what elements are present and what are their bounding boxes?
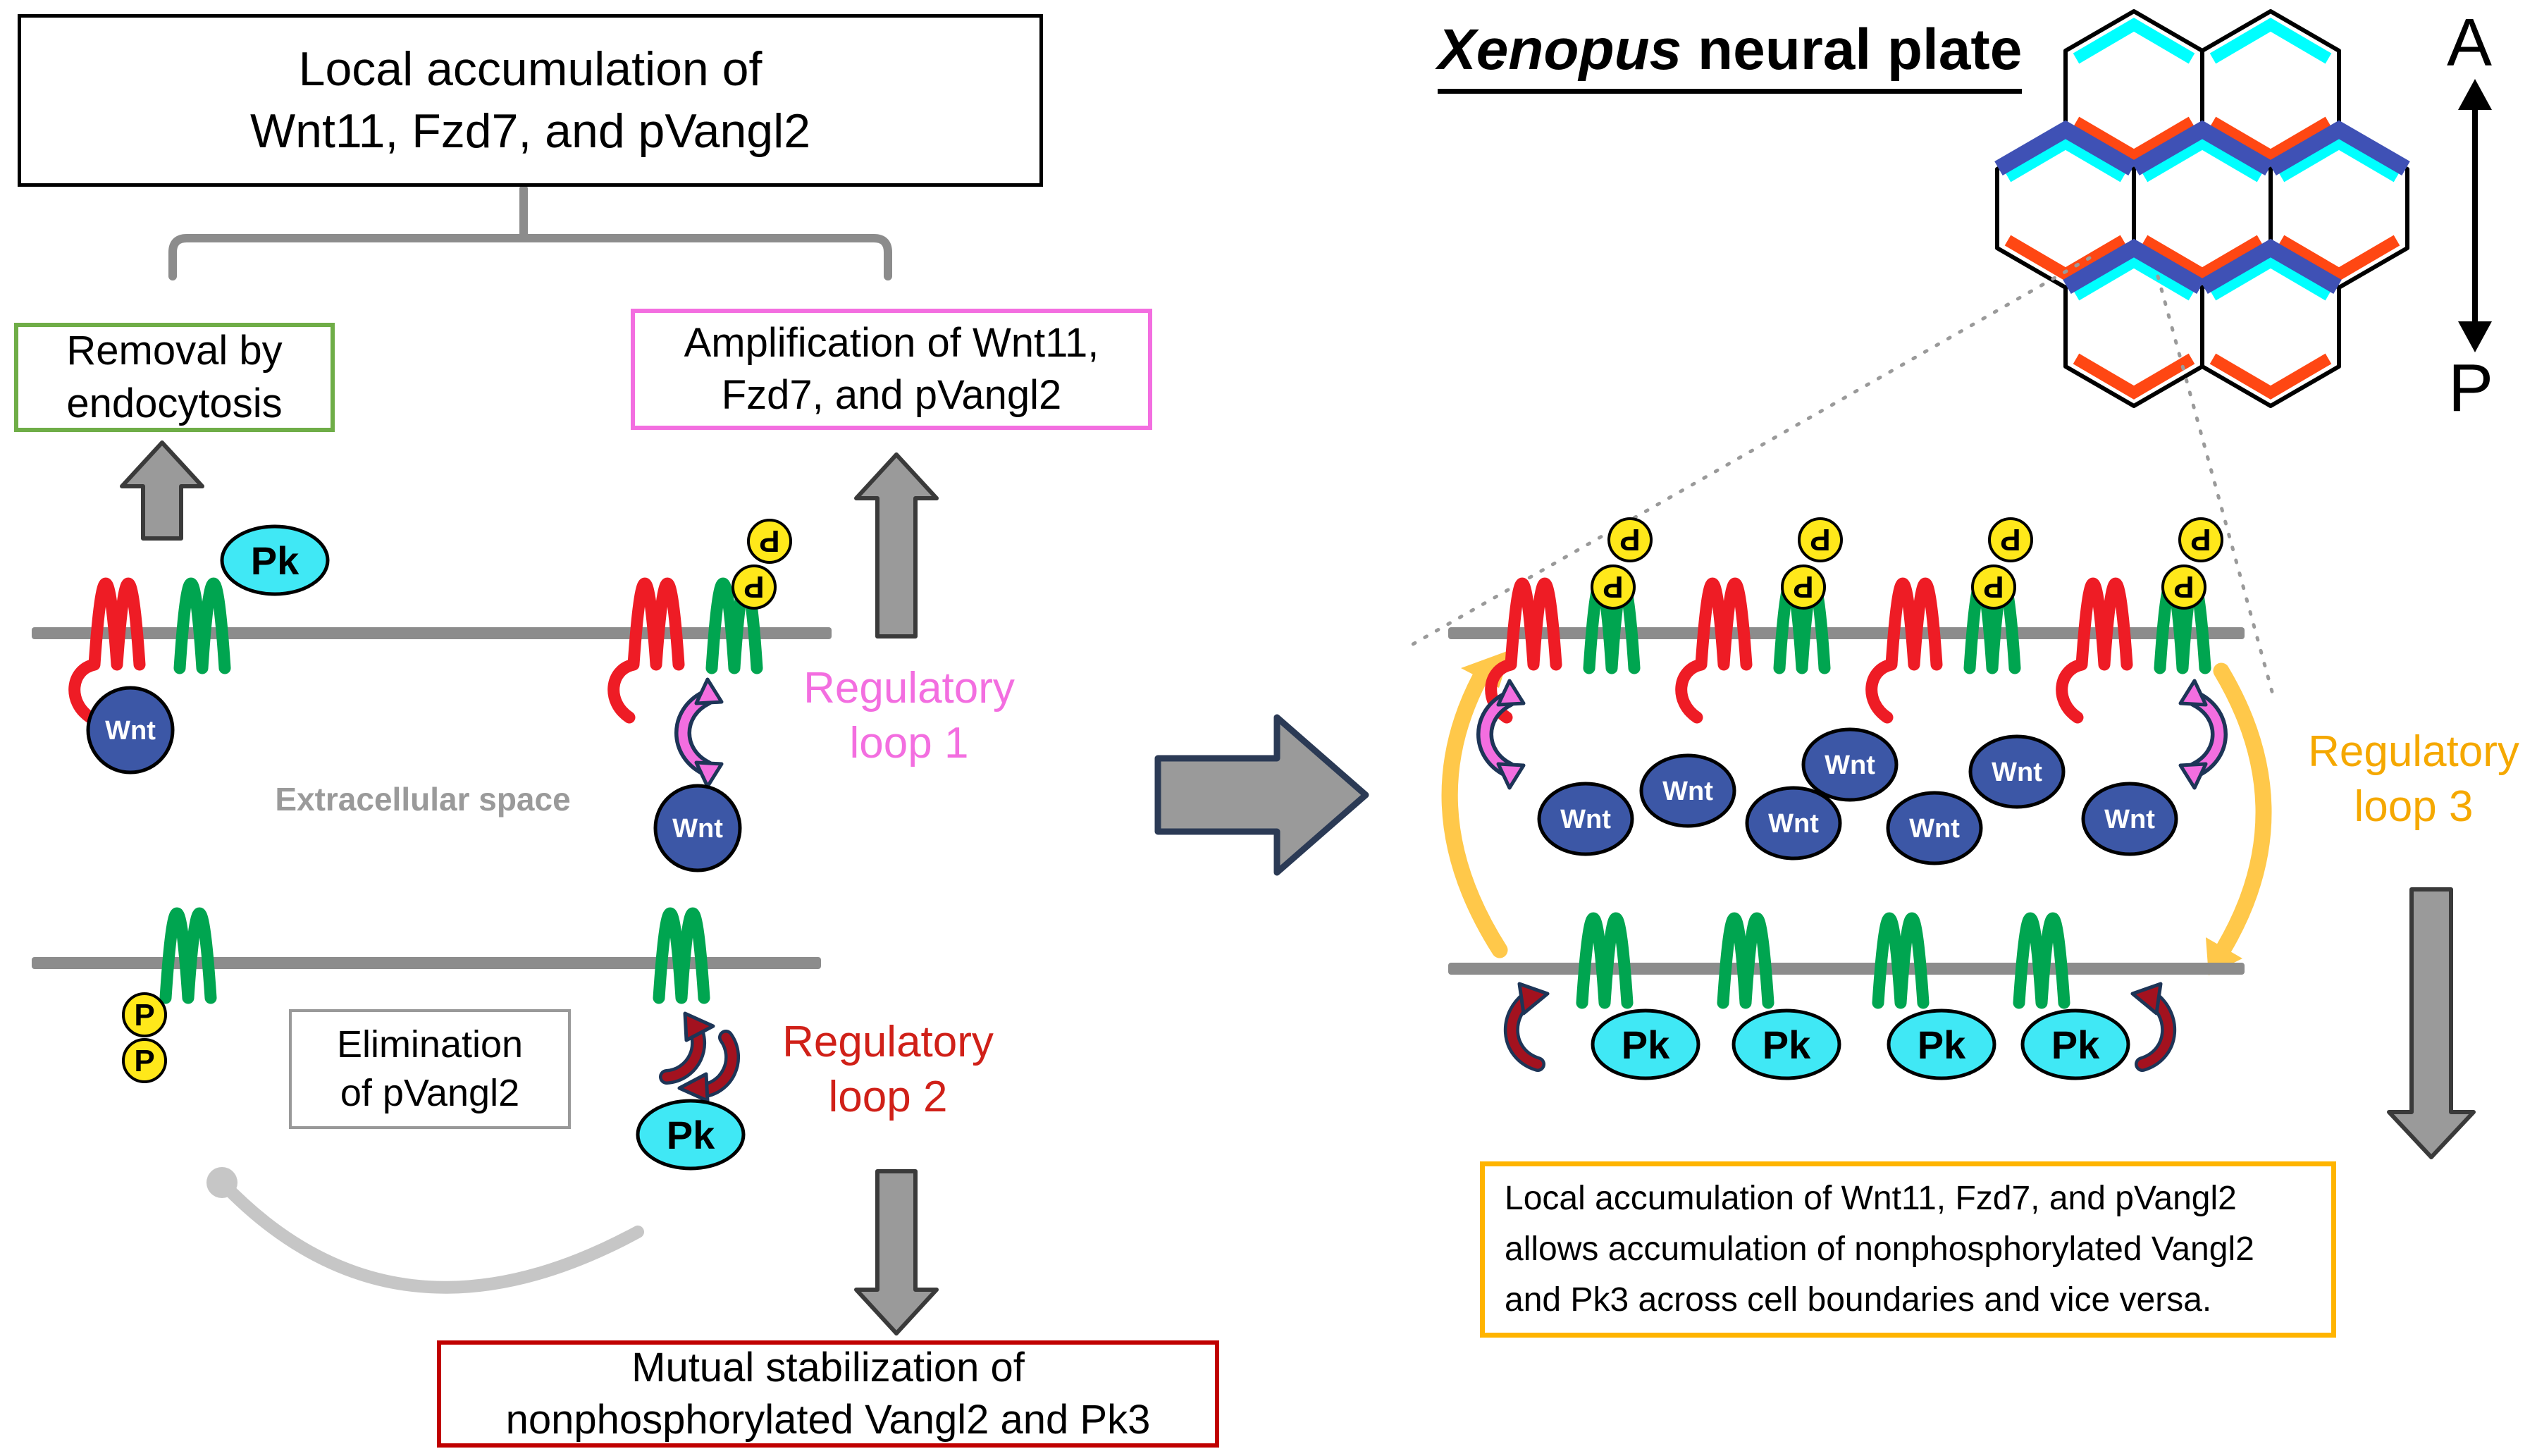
stabilization-arrow [854, 1169, 939, 1335]
vangl2-squiggle [659, 913, 704, 998]
regulatory-loop-1-label: Regulatory loop 1 [803, 664, 1015, 767]
wnt [1539, 784, 1632, 854]
ap-axis-arrowhead-top [2458, 79, 2492, 110]
xenopus-title-rest: neural plate [1681, 18, 2023, 82]
endocytosis-path-arc [216, 1176, 644, 1294]
vangl2-squiggle [180, 584, 225, 668]
pk [638, 1101, 743, 1168]
phosphate [1781, 564, 1826, 610]
wnt [1803, 729, 1896, 800]
fzd7-squiggle [1872, 584, 1937, 717]
regulatory-loop3-arrow-right [2213, 662, 2272, 956]
phosphate [1971, 564, 2016, 610]
wnt [1641, 755, 1734, 826]
neural-plate-cell [2066, 248, 2202, 406]
vangl2-squiggle [166, 913, 211, 998]
removal-endocytosis-box: Removal by endocytosis [14, 323, 335, 432]
phosphate [747, 519, 792, 564]
exchange-arrow-pink [2180, 681, 2219, 788]
endocytosis-arrow [120, 440, 204, 541]
exchange-arrow-pink [683, 679, 722, 786]
xenopus-title-italic: Xenopus [1438, 18, 1682, 82]
local-accumulation-box: Local accumulation of Wnt11, Fzd7, and p… [18, 14, 1043, 187]
phosphate [122, 1038, 167, 1083]
neural-plate-cell [2202, 248, 2339, 406]
zoom-guide-line [2156, 274, 2275, 696]
vangl2-squiggle [1723, 918, 1768, 1003]
cell1-membrane [1448, 627, 2245, 639]
phosphate [1591, 564, 1636, 610]
extracellular-space-label: Extracellular space [275, 781, 571, 818]
pk [222, 526, 328, 594]
fzd7-squiggle [614, 584, 679, 717]
exchange-arrow-red [2132, 984, 2168, 1064]
ap-axis-arrowhead-bottom [2458, 321, 2492, 352]
accumulation-arrow [2387, 887, 2476, 1159]
exchange-arrow-red [667, 1013, 732, 1101]
fzd7-squiggle [1681, 584, 1746, 717]
amplification-arrow [854, 452, 939, 638]
wnt [1888, 793, 1981, 863]
pk [1889, 1011, 1994, 1078]
phosphate [2178, 517, 2223, 562]
zoom-arrow [1154, 714, 1369, 876]
wnt [1970, 736, 2063, 807]
lower-membrane [32, 957, 821, 969]
wnt [655, 786, 740, 870]
regulatory-loop-3-label: Regulatory loop 3 [2308, 727, 2519, 831]
posterior-label: P [2448, 350, 2494, 426]
phosphate [122, 992, 167, 1037]
pk [2023, 1011, 2128, 1078]
phosphate [1607, 517, 1653, 562]
conclusion-box: Local accumulation of Wnt11, Fzd7, and p… [1480, 1161, 2336, 1338]
amplification-box: Amplification of Wnt11, Fzd7, and pVangl… [631, 309, 1152, 430]
regulatory-loop-2-label: Regulatory loop 2 [782, 1018, 994, 1121]
split-bracket [168, 185, 892, 280]
wnt [88, 688, 173, 772]
anterior-label: A [2447, 5, 2493, 80]
wnt [1747, 788, 1840, 858]
cell2-membrane [1448, 963, 2245, 975]
phosphate [732, 564, 777, 610]
pk [1734, 1011, 1839, 1078]
vangl2-squiggle [1582, 918, 1627, 1003]
exchange-arrow-red [1512, 984, 1548, 1064]
regulatory-loop3-arrow-left [1441, 670, 1508, 958]
pk [1593, 1011, 1698, 1078]
phosphate [2161, 564, 2206, 610]
xenopus-title: Xenopus neural plate [1438, 17, 2023, 94]
mutual-stabilization-box: Mutual stabilization of nonphosphorylate… [437, 1340, 1219, 1448]
phosphate [1988, 517, 2033, 562]
fzd7-squiggle [2062, 584, 2127, 717]
phosphate [1798, 517, 1843, 562]
vangl2-squiggle [2019, 918, 2064, 1003]
elimination-box: Elimination of pVangl2 [289, 1009, 571, 1129]
wnt [2083, 784, 2176, 854]
vangl2-squiggle [1878, 918, 1923, 1003]
